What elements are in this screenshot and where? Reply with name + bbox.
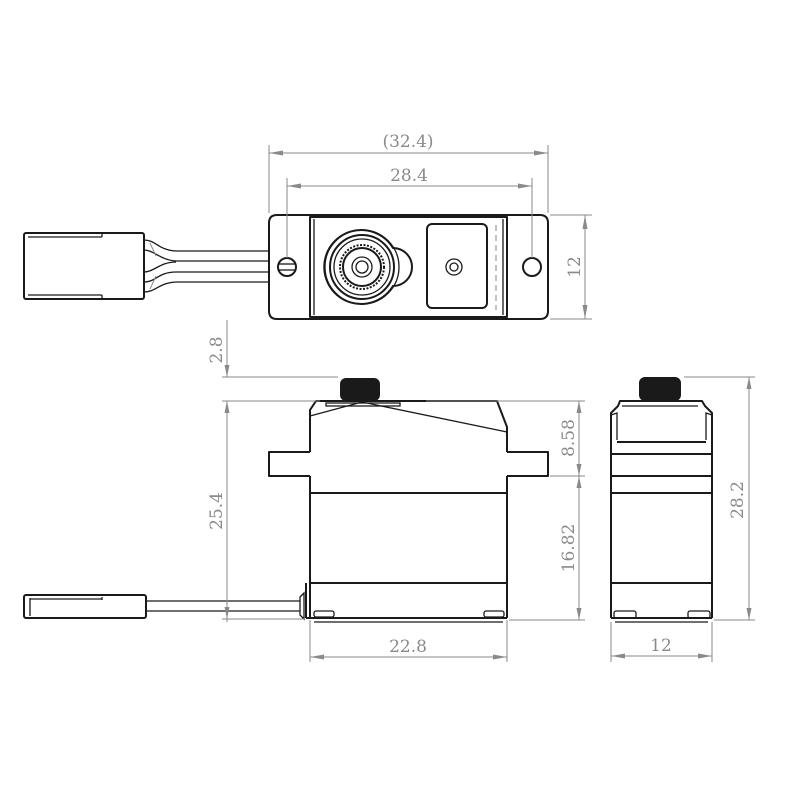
top-bearing-boss bbox=[426, 223, 488, 309]
top-case bbox=[309, 216, 508, 318]
top-output-gear bbox=[323, 229, 413, 305]
side-output-spline bbox=[639, 377, 681, 401]
front-connector-plug bbox=[23, 594, 147, 619]
top-mount-plate bbox=[268, 214, 549, 320]
front-case bbox=[268, 400, 549, 623]
front-view: 2.8 25.4 8.58 16.82 bbox=[23, 320, 585, 662]
dim-overall-height: 28.2 bbox=[684, 376, 755, 621]
dim-label-tab-to-bottom: 16.82 bbox=[559, 524, 579, 573]
dim-spline-height: 2.8 bbox=[207, 320, 338, 402]
dim-label-case-length: 22.8 bbox=[389, 637, 427, 657]
dim-tab-to-bottom: 16.82 bbox=[509, 476, 585, 621]
dim-mount-hole-spacing: 28.4 bbox=[286, 166, 533, 258]
dim-case-width: 12 bbox=[610, 622, 713, 662]
dim-label-spline-height: 2.8 bbox=[207, 336, 227, 363]
dim-upper-to-tab: 8.58 bbox=[426, 400, 585, 477]
top-view: (32.4) 28.4 12 bbox=[23, 132, 592, 320]
dim-label-upper-to-tab: 8.58 bbox=[559, 419, 579, 457]
side-view: 28.2 12 bbox=[610, 376, 755, 662]
dim-label-top-width: 12 bbox=[565, 256, 585, 278]
top-mount-hole-left bbox=[277, 257, 297, 277]
dim-label-case-width: 12 bbox=[650, 636, 672, 656]
top-wires bbox=[143, 239, 268, 293]
side-case bbox=[610, 400, 713, 623]
top-connector-plug bbox=[23, 232, 145, 300]
front-output-spline bbox=[340, 378, 380, 401]
dim-body-height: 25.4 bbox=[207, 401, 305, 622]
dim-label-body-height: 25.4 bbox=[207, 492, 227, 530]
dim-overall-length: (32.4) bbox=[268, 132, 549, 213]
dim-case-length: 22.8 bbox=[309, 620, 508, 662]
dim-label-mount-hole-spacing: 28.4 bbox=[390, 166, 428, 186]
dim-label-overall-height: 28.2 bbox=[728, 481, 748, 519]
top-mount-hole-right bbox=[522, 257, 542, 277]
dim-top-width: 12 bbox=[550, 214, 592, 320]
dim-label-overall-length: (32.4) bbox=[382, 132, 433, 152]
front-wire bbox=[146, 591, 305, 621]
